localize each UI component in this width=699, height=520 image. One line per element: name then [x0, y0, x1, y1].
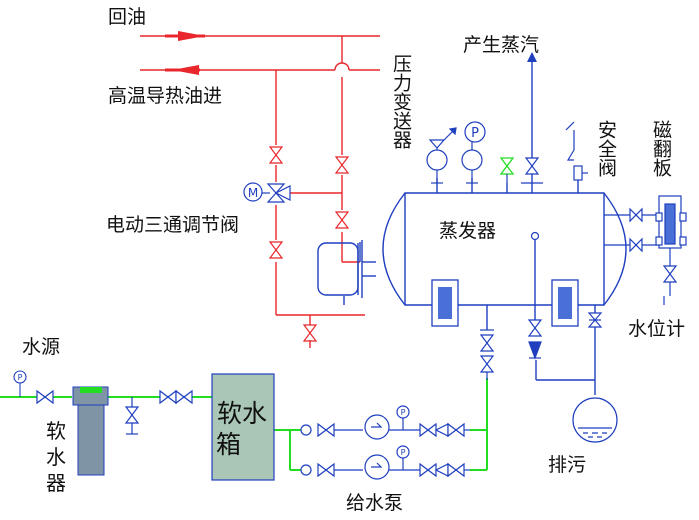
label-softener: 软 水 器: [44, 418, 68, 496]
pressure-symbol-pump1: P: [401, 408, 406, 417]
soft-water-tank: [211, 373, 275, 481]
valve: [302, 324, 318, 342]
steam-valve: [524, 157, 540, 175]
valve: [334, 211, 350, 229]
label-three-way-valve: 电动三通调节阀: [106, 214, 240, 236]
label-hot-oil-in: 高温导热油进: [108, 85, 223, 107]
magnetic-level-gauge: [604, 195, 687, 305]
label-level-gauge: 水位计: [628, 318, 686, 340]
source-pressure-gauge: [13, 370, 27, 397]
label-steam-out: 产生蒸汽: [463, 34, 540, 56]
vessel-supports: [431, 279, 579, 327]
softener-char: 水: [46, 445, 66, 469]
feed-pump-row-1: [300, 405, 470, 440]
label-pressure-transmitter: 压力变送器: [390, 54, 412, 149]
label-blowdown: 排污: [548, 454, 587, 476]
pressure-gauge: [461, 149, 483, 171]
three-way-valve: [266, 183, 286, 203]
top-instruments: [426, 121, 588, 184]
tank-line-2: 箱: [216, 430, 242, 460]
feed-pump-row-2: [300, 445, 470, 480]
valve: [268, 241, 284, 259]
water-softener: [72, 386, 109, 476]
oil-valves: [266, 146, 350, 342]
tank-line-1: 软水: [216, 399, 267, 428]
label-feed-pump: 给水泵: [346, 492, 404, 514]
pressure-symbol-source: P: [18, 373, 23, 382]
softener-char: 软: [46, 419, 66, 443]
blowdown-tank: [572, 397, 618, 443]
pressure-symbol-top: P: [471, 126, 479, 141]
motor-symbol: M: [248, 186, 258, 200]
label-magnetic-level: 磁翻板: [650, 120, 672, 177]
water-valves: [36, 389, 193, 435]
evaporator-vessel: [317, 55, 627, 395]
label-soft-water-tank: 软水 箱: [214, 398, 270, 461]
drain-valves: [479, 312, 603, 373]
motor-actuator: [243, 182, 270, 202]
valve: [268, 146, 284, 164]
label-return-oil: 回油: [108, 6, 147, 28]
label-safety-valve: 安全阀: [595, 120, 617, 177]
softener-char: 器: [46, 471, 66, 495]
label-evaporator: 蒸发器: [439, 220, 497, 242]
valve: [334, 156, 350, 174]
pressure-symbol-pump2: P: [401, 448, 406, 457]
level-indicator: [530, 231, 540, 241]
vent-valve: [499, 157, 515, 175]
pressure-transmitter-gauge: [426, 149, 448, 171]
label-water-source: 水源: [22, 336, 61, 358]
